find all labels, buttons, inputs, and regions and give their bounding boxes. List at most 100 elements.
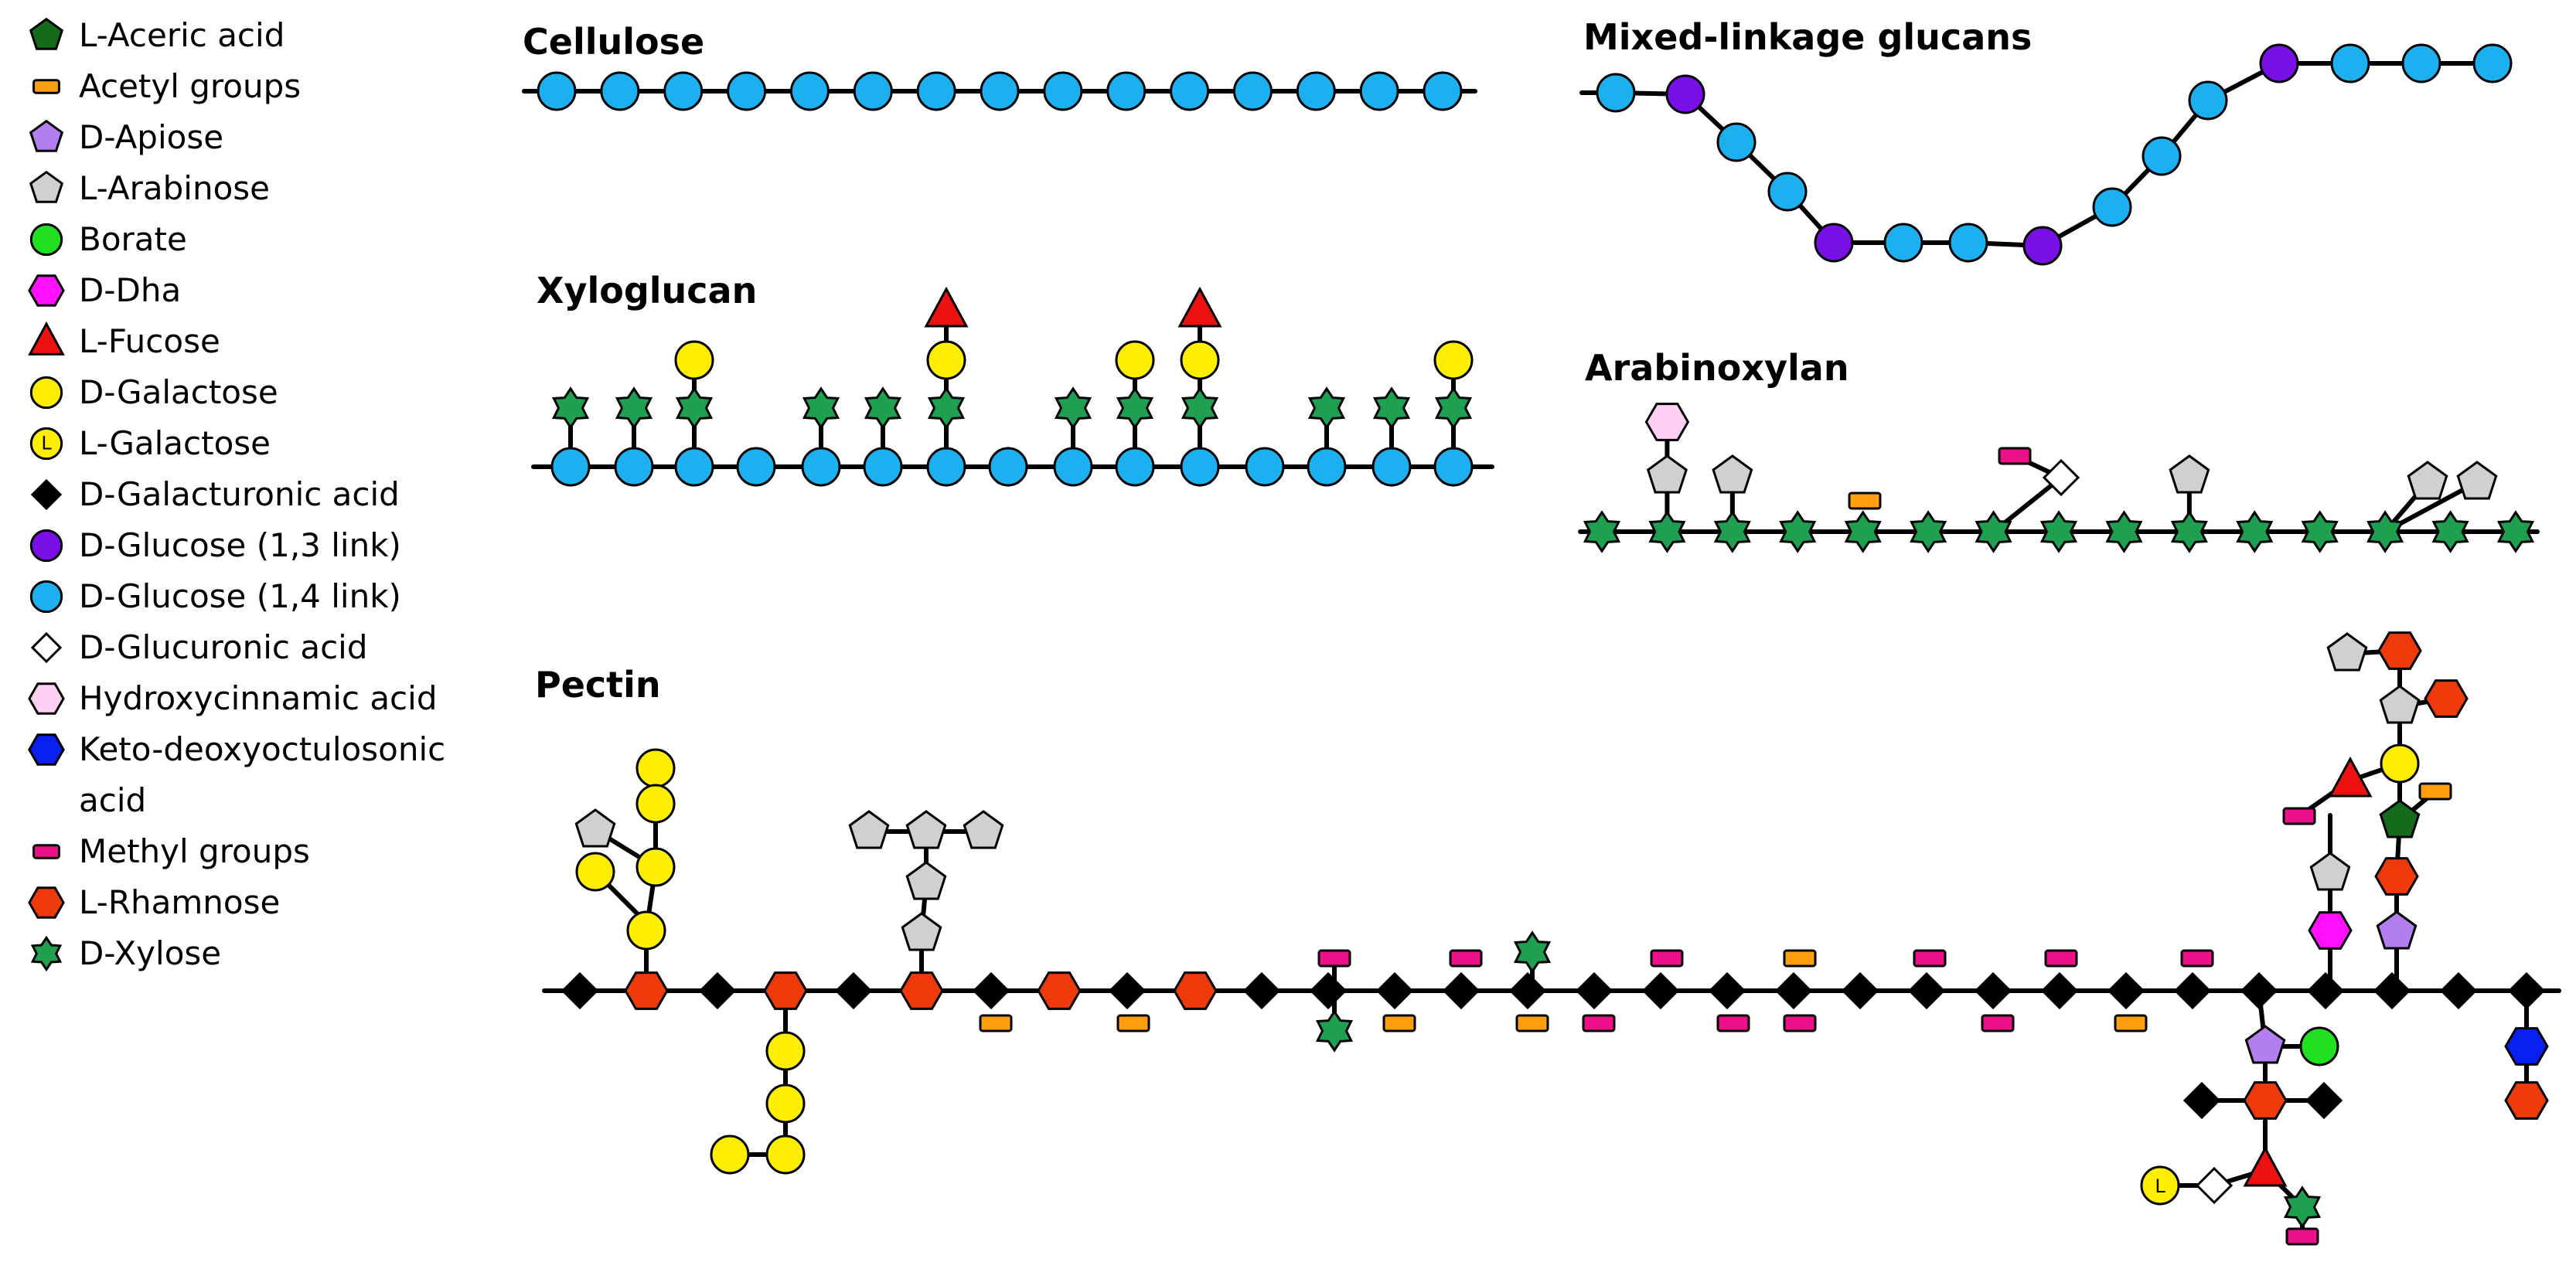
galacturonic-icon: [1309, 971, 1348, 1010]
galactose-icon: [710, 1134, 750, 1175]
glc13-icon: [2022, 226, 2063, 266]
glc14-icon: [537, 71, 577, 111]
xylose-icon: [2283, 1185, 2322, 1229]
borate-icon: [29, 223, 63, 257]
rhamnose-icon: [2424, 679, 2469, 718]
methyl-icon: [1317, 949, 1351, 968]
legend-label-borate: Borate: [79, 220, 187, 258]
galacturonic-icon: [2182, 1081, 2221, 1120]
methyl-icon: [1449, 949, 1483, 968]
legend-label-arabinose: L-Arabinose: [79, 169, 270, 207]
rhamnose-icon: [2243, 1081, 2288, 1120]
xylose-icon: [1648, 510, 1686, 553]
acetyl-icon: [2114, 1014, 2148, 1032]
glc13-icon: [29, 529, 63, 563]
xylose-icon: [615, 386, 653, 430]
rhamnose-icon: [2504, 1081, 2549, 1120]
galactose-icon: [29, 376, 63, 410]
hca-icon: [28, 682, 65, 715]
arabinose-icon: [1646, 454, 1688, 494]
galacturonic-icon: [2306, 971, 2345, 1010]
title-cellulose: Cellulose: [523, 21, 704, 63]
glc14-icon: [727, 71, 767, 111]
methyl-icon: [2282, 807, 2316, 825]
arabinose-icon: [2309, 852, 2351, 891]
glc14-icon: [853, 71, 893, 111]
legend-label-dha: D-Dha: [79, 271, 181, 309]
arabinose-icon: [905, 810, 947, 849]
acetyl-icon: [1382, 1014, 1416, 1032]
xylose-icon: [1372, 386, 1411, 430]
glc13-icon: [2259, 43, 2299, 83]
xylose-icon: [551, 386, 590, 430]
arabinose-icon: [2379, 685, 2421, 724]
glc14-icon: [2092, 187, 2132, 227]
arabinose-icon: [901, 912, 942, 951]
glc14-icon: [1170, 71, 1210, 111]
apiose-icon: [29, 119, 64, 152]
lgal-icon: L: [29, 427, 63, 461]
galacturonic-icon: [1907, 971, 1946, 1010]
arabinose-icon: [2456, 461, 2498, 500]
lgal-icon: L: [2140, 1165, 2180, 1206]
glc14-icon: [789, 71, 830, 111]
galactose-icon: [626, 910, 666, 951]
fucose-icon: [2328, 756, 2373, 798]
galacturonic-icon: [2305, 1081, 2343, 1120]
acetyl-icon: [32, 79, 60, 94]
galactose-icon: [635, 748, 676, 788]
galacturonic-icon: [2173, 971, 2212, 1010]
methyl-icon: [1783, 1014, 1817, 1032]
rhamnose-icon: [28, 886, 65, 919]
xylose-icon: [1116, 386, 1154, 430]
glc14-icon: [1371, 447, 1412, 487]
methyl-icon: [1998, 447, 2032, 465]
galactose-icon: [1115, 340, 1155, 380]
galacturonic-icon: [561, 971, 599, 1010]
rhamnose-icon: [624, 971, 669, 1010]
arabinose-icon: [29, 170, 64, 203]
borate-icon: [2299, 1026, 2339, 1066]
glc13-icon: [1665, 74, 1705, 114]
methyl-icon: [1913, 949, 1947, 968]
methyl-icon: [1981, 1014, 2015, 1032]
acetyl-icon: [1783, 949, 1817, 968]
legend-label-kdo: Keto-deoxyoctulosonic: [79, 730, 445, 768]
galacturonic-icon: [2507, 971, 2546, 1010]
legend-label-aceric: L-Aceric acid: [79, 16, 285, 54]
aceric-icon: [29, 17, 64, 50]
galactose-icon: [765, 1083, 806, 1124]
xylose-icon: [1975, 510, 2012, 553]
glc14-icon: [863, 447, 903, 487]
xylose-icon: [1583, 510, 1621, 553]
glc14-icon: [2188, 80, 2228, 121]
xylose-icon: [675, 386, 714, 430]
glc14-icon: [29, 580, 63, 614]
sugar-symbols: L: [537, 43, 2549, 1246]
glc14-icon: [926, 447, 966, 487]
xylose-icon: [2431, 510, 2469, 553]
galacturonic-icon: [1108, 971, 1147, 1010]
galactose-icon: [765, 1031, 806, 1071]
hca-icon: [1644, 403, 1690, 441]
galacturonic-icon: [2439, 971, 2478, 1010]
title-mixed-linkage-glucans: Mixed-linkage glucans: [1583, 16, 2032, 58]
acetyl-icon: [2418, 782, 2452, 801]
galactose-icon: [635, 784, 676, 824]
glc14-icon: [1043, 71, 1083, 111]
glc14-icon: [600, 71, 640, 111]
galacturonic-icon: [1774, 971, 1813, 1010]
legend-label-hca: Hydroxycinnamic acid: [79, 679, 437, 717]
kdo-icon: [2504, 1027, 2549, 1066]
glc14-icon: [801, 447, 841, 487]
xylose-icon: [864, 386, 902, 430]
fucose-icon: [28, 321, 65, 355]
legend-label-galacturonic: D-Galacturonic acid: [79, 475, 400, 513]
legend-label-glucuronic: D-Glucuronic acid: [79, 628, 368, 666]
galacturonic-icon: [698, 971, 737, 1010]
galacturonic-icon: [1242, 971, 1281, 1010]
glc14-icon: [2472, 43, 2513, 83]
acetyl-icon: [1116, 1014, 1150, 1032]
galactose-icon: [1180, 340, 1220, 380]
glc13-icon: [1814, 223, 1854, 263]
